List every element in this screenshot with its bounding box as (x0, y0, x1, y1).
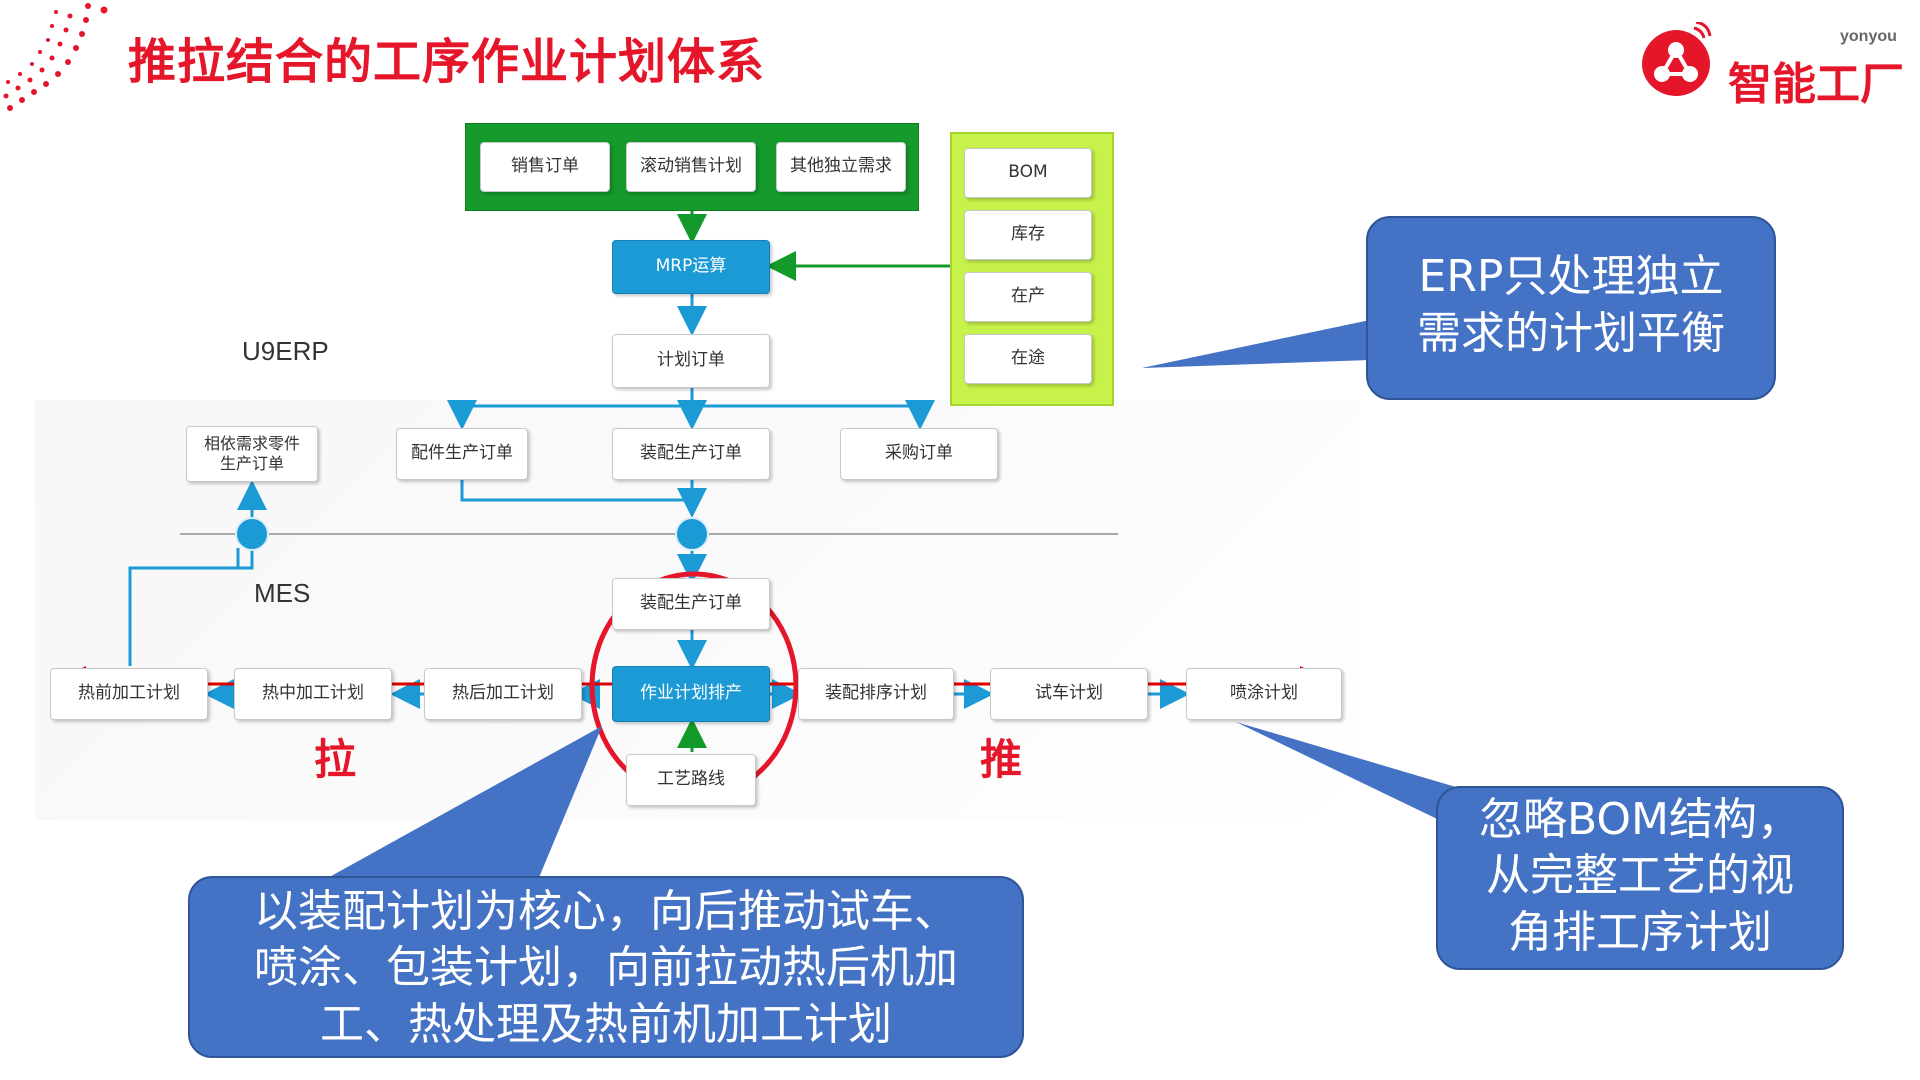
parts-production-order-box[interactable]: 配件生产订单 (396, 428, 528, 480)
dependent-parts-order-box[interactable]: 相依需求零件 生产订单 (186, 426, 318, 482)
core-note-callout: 以装配计划为核心，向后推动试车、 喷涂、包装计划，向前拉动热后机加 工、热处理及… (188, 876, 1024, 1058)
purchase-order-box[interactable]: 采购订单 (840, 428, 998, 480)
erp-system-label: U9ERP (242, 336, 329, 366)
assembly-production-order-box[interactable]: 装配生产订单 (612, 428, 770, 480)
erp-note-text: ERP只处理独立 需求的计划平衡 (1417, 251, 1725, 360)
mes-assembly-order-box[interactable]: 装配生产订单 (612, 578, 770, 630)
pull-label: 拉 (314, 735, 357, 784)
yonyou-logo-icon (1642, 22, 1712, 96)
in-production-box[interactable]: 在产 (964, 272, 1092, 322)
sales-order-box[interactable]: 销售订单 (480, 142, 610, 192)
bom-box[interactable]: BOM (964, 148, 1092, 198)
mid-heat-plan-box[interactable]: 热中加工计划 (234, 668, 392, 720)
scheduling-box[interactable]: 作业计划排产 (612, 666, 770, 722)
assembly-sequence-plan-box[interactable]: 装配排序计划 (798, 668, 954, 720)
post-heat-plan-box[interactable]: 热后加工计划 (424, 668, 582, 720)
mrp-box[interactable]: MRP运算 (612, 240, 770, 294)
push-label: 推 (980, 735, 1023, 784)
routing-box[interactable]: 工艺路线 (626, 754, 756, 806)
pre-heat-plan-box[interactable]: 热前加工计划 (50, 668, 208, 720)
test-run-plan-box[interactable]: 试车计划 (990, 668, 1148, 720)
erp-note-callout: ERP只处理独立 需求的计划平衡 (1366, 216, 1776, 400)
plan-order-box[interactable]: 计划订单 (612, 334, 770, 388)
core-note-text: 以装配计划为核心，向后推动试车、 喷涂、包装计划，向前拉动热后机加 工、热处理及… (254, 886, 958, 1050)
rolling-sales-plan-box[interactable]: 滚动销售计划 (626, 142, 756, 192)
other-independent-demand-box[interactable]: 其他独立需求 (776, 142, 906, 192)
slide-title: 推拉结合的工序作业计划体系 (128, 34, 766, 90)
brand-small-text: yonyou (1840, 28, 1897, 45)
bom-note-text: 忽略BOM结构， 从完整工艺的视 角排工序计划 (1478, 794, 1801, 958)
painting-plan-box[interactable]: 喷涂计划 (1186, 668, 1342, 720)
in-transit-box[interactable]: 在途 (964, 334, 1092, 384)
inventory-box[interactable]: 库存 (964, 210, 1092, 260)
bom-note-callout: 忽略BOM结构， 从完整工艺的视 角排工序计划 (1436, 786, 1844, 970)
brand-name: 智能工厂 (1728, 59, 1904, 110)
mes-system-label: MES (254, 578, 311, 608)
decorative-dots (3, 3, 108, 111)
